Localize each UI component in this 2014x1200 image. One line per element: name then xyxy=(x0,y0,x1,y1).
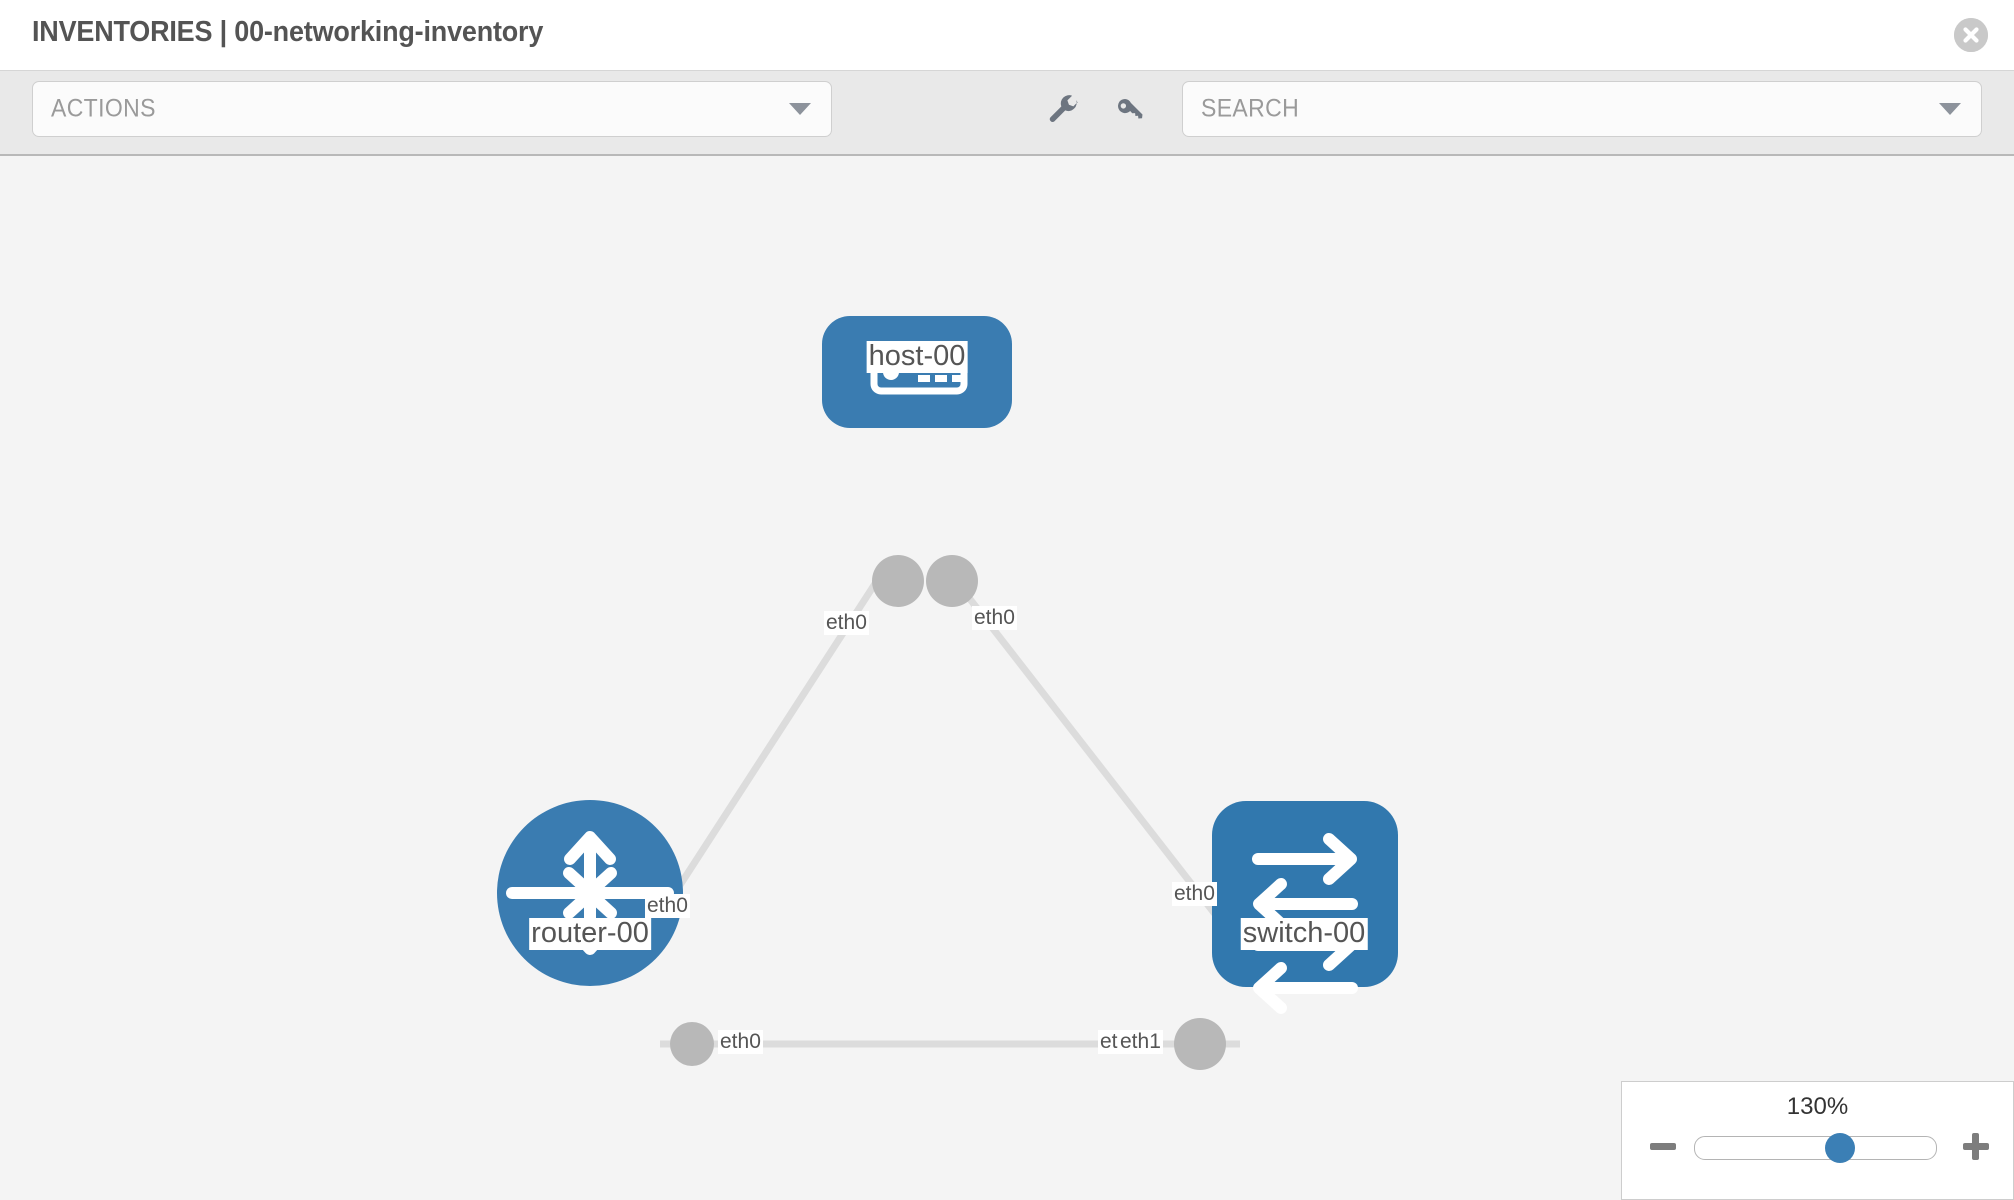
plus-icon xyxy=(1963,1133,1989,1160)
iface-label-router-north: eth0 xyxy=(645,894,690,919)
key-glyph xyxy=(1118,98,1143,119)
node-router-00 xyxy=(497,800,683,986)
port-router-east xyxy=(670,1022,714,1066)
zoom-slider-row xyxy=(1622,1130,2013,1164)
iface-label-host-left: eth0 xyxy=(824,611,869,636)
port-switch-west xyxy=(1174,1018,1226,1070)
iface-label-switch-west-eth1: eth1 xyxy=(1118,1030,1163,1055)
node-label-router-00: router-00 xyxy=(529,917,651,950)
key-icon[interactable] xyxy=(1114,93,1148,127)
node-switch-00 xyxy=(1212,801,1398,1014)
chevron-down-icon xyxy=(1939,103,1961,115)
chevron-down-icon xyxy=(789,103,811,115)
topology-canvas[interactable]: host-00 router-00 switch-00 eth0 eth0 et… xyxy=(0,156,2014,1200)
link-host-switch xyxy=(949,573,1235,939)
actions-dropdown[interactable]: ACTIONS xyxy=(32,81,832,137)
close-button[interactable] xyxy=(1954,18,1988,52)
search-placeholder: SEARCH xyxy=(1201,94,1300,123)
port-host-right xyxy=(926,555,978,607)
topology-ports xyxy=(670,555,1264,1070)
iface-label-switch-north: eth0 xyxy=(1172,882,1217,907)
close-icon xyxy=(1954,18,1988,52)
page-title: INVENTORIES | 00-networking-inventory xyxy=(32,16,544,48)
minus-icon xyxy=(1650,1143,1676,1150)
toolbar: ACTIONS SEARCH xyxy=(0,70,2014,156)
search-input[interactable]: SEARCH xyxy=(1182,81,1982,137)
topology-graph xyxy=(497,316,1398,1070)
zoom-in-button[interactable] xyxy=(1961,1130,1991,1162)
port-host-left xyxy=(872,555,924,607)
actions-dropdown-label: ACTIONS xyxy=(51,94,156,123)
topology-links xyxy=(657,573,1240,1048)
zoom-level-value: 130% xyxy=(1786,1093,1849,1120)
iface-label-router-east: eth0 xyxy=(718,1030,763,1055)
wrench-icon[interactable] xyxy=(1046,93,1080,127)
wrench-glyph xyxy=(1049,95,1078,122)
switch-icon xyxy=(1252,833,1358,1014)
page-header: INVENTORIES | 00-networking-inventory xyxy=(0,0,2014,70)
zoom-out-button[interactable] xyxy=(1648,1130,1678,1162)
zoom-slider-thumb[interactable] xyxy=(1824,1133,1855,1163)
node-label-switch-00: switch-00 xyxy=(1240,917,1368,950)
node-label-host-00: host-00 xyxy=(866,340,968,373)
zoom-slider-track[interactable] xyxy=(1694,1133,1937,1163)
zoom-control-panel: 130% xyxy=(1621,1081,2014,1200)
iface-label-host-right: eth0 xyxy=(972,606,1017,631)
